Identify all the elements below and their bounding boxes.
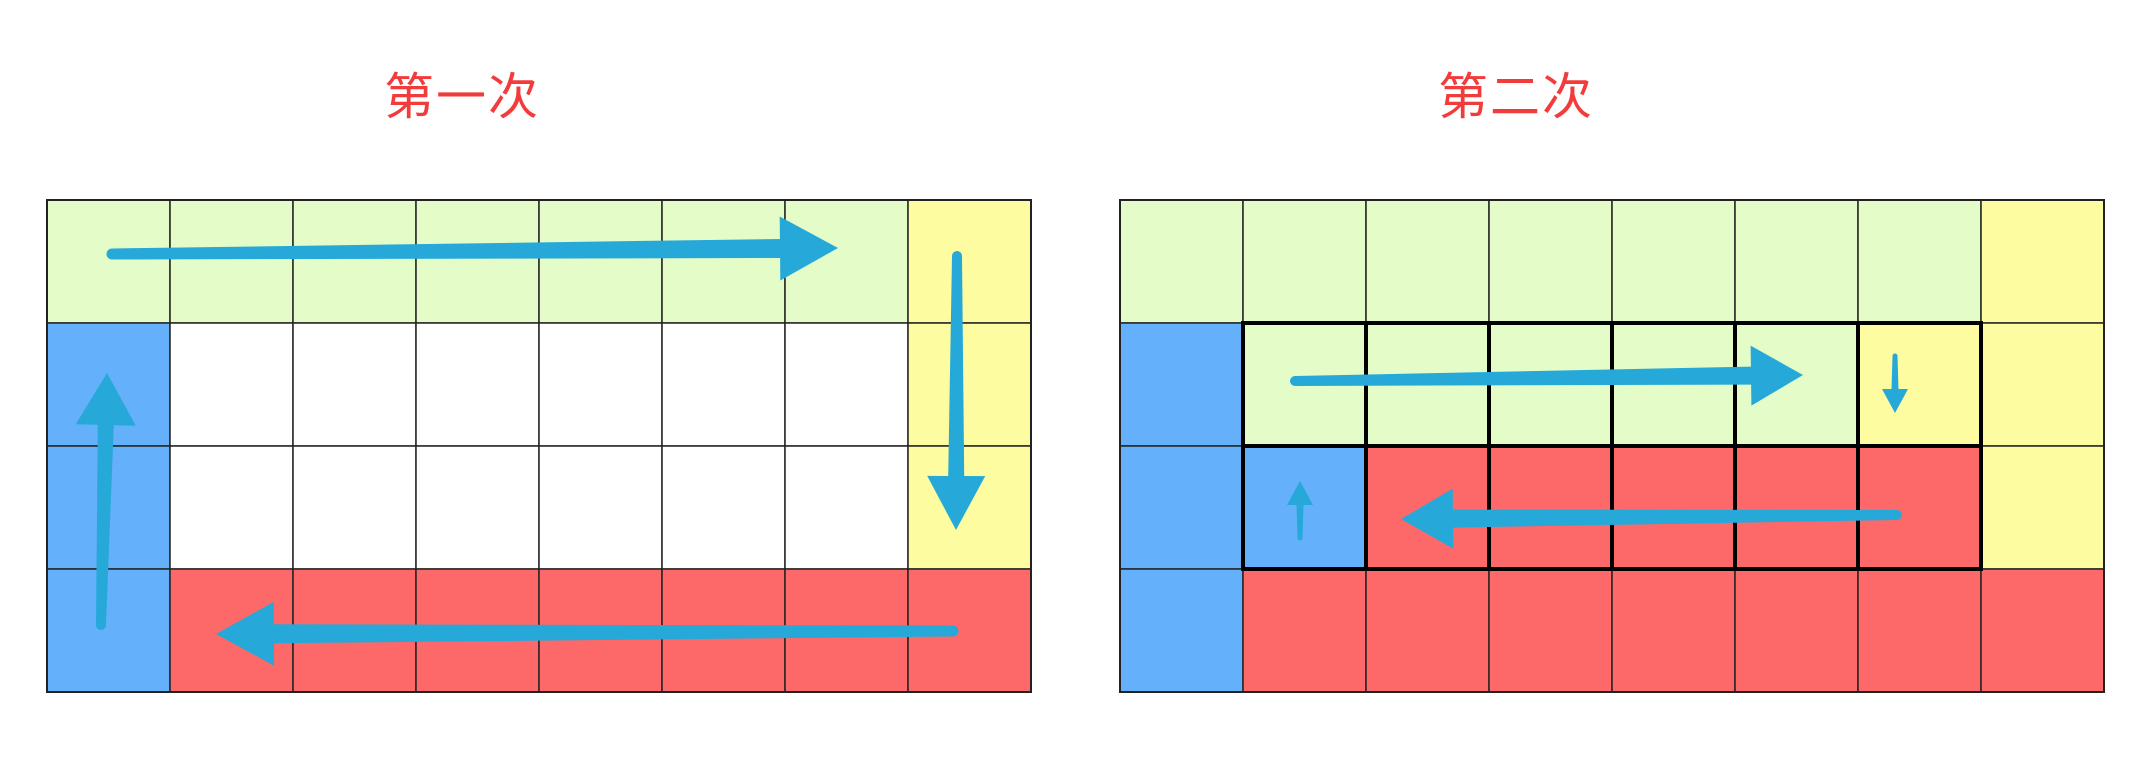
arrow-down-tail xyxy=(1892,353,1898,359)
grid-cell-green xyxy=(169,199,294,324)
grid-cell-green xyxy=(1119,199,1244,324)
arrow-left-tail xyxy=(1892,510,1902,520)
grid-cell-green xyxy=(1734,199,1859,324)
grid-cell-white xyxy=(784,445,909,570)
arrow-up-tail xyxy=(1297,535,1303,541)
grid-cell-white xyxy=(538,322,663,447)
grid-cell-yellow xyxy=(1980,199,2105,324)
grid-cell-white xyxy=(292,445,417,570)
grid-cell-green xyxy=(538,199,663,324)
grid-cell-red xyxy=(1734,568,1859,693)
grid-cell-white xyxy=(415,445,540,570)
grid-cell-green xyxy=(1365,199,1490,324)
grid-cell-yellow xyxy=(1980,322,2105,447)
arrow-down xyxy=(927,256,986,530)
grid-cell-red xyxy=(1734,445,1859,570)
grid-cell-white xyxy=(538,445,663,570)
arrow-right xyxy=(1294,345,1803,406)
grid-cell-white xyxy=(661,322,786,447)
arrow-up-tail xyxy=(96,620,106,630)
grid-outer-border xyxy=(46,199,1032,693)
grid-cell-red xyxy=(1857,445,1982,570)
grid-cell-red xyxy=(1857,568,1982,693)
grid-cell-green xyxy=(1611,199,1736,324)
arrow-left xyxy=(1401,488,1897,549)
grid-panel-second xyxy=(1119,199,2105,693)
arrow-down xyxy=(1882,356,1908,413)
grid-cell-white xyxy=(784,322,909,447)
grid-cell-green xyxy=(415,199,540,324)
panel-title-second: 第二次 xyxy=(1438,68,1594,126)
arrow-up xyxy=(1287,481,1313,538)
grid-cell-yellow xyxy=(907,322,1032,447)
grid-panel-first xyxy=(46,199,1032,693)
grid-cell-yellow xyxy=(907,445,1032,570)
grid-cell-red xyxy=(1488,445,1613,570)
arrow-right-tail xyxy=(1290,376,1300,386)
grid-cell-white xyxy=(292,322,417,447)
grid-cell-green xyxy=(661,199,786,324)
grid-cell-green xyxy=(1242,199,1367,324)
arrow-right-tail xyxy=(106,248,118,260)
arrow-up xyxy=(75,373,136,626)
grid-cell-red xyxy=(1611,445,1736,570)
grid-cell-green xyxy=(46,199,171,324)
arrow-left xyxy=(216,601,953,666)
arrow-down-tail xyxy=(952,251,962,261)
grid-cell-blue xyxy=(1119,322,1244,447)
grid-cell-red xyxy=(1242,568,1367,693)
grid-cell-red xyxy=(1365,568,1490,693)
grid-outer-border xyxy=(1119,199,2105,693)
grid-cell-green xyxy=(1857,199,1982,324)
grid-cell-red xyxy=(1611,568,1736,693)
grid-cell-green xyxy=(292,199,417,324)
grid-cell-white xyxy=(169,445,294,570)
grid-cell-yellow xyxy=(1980,445,2105,570)
grid-cell-green xyxy=(1488,199,1613,324)
highlight-cell xyxy=(1856,444,1983,571)
grid-cell-blue xyxy=(1119,445,1244,570)
arrow-right xyxy=(112,216,838,281)
grid-cell-white xyxy=(661,445,786,570)
grid-cell-white xyxy=(415,322,540,447)
grid-cell-yellow xyxy=(907,199,1032,324)
arrow-left-tail xyxy=(947,625,959,637)
grid-cell-blue xyxy=(1242,445,1367,570)
grid-cell-blue xyxy=(1119,568,1244,693)
grid-cell-red xyxy=(1980,568,2105,693)
grid-cell-blue xyxy=(46,568,171,693)
grid-cell-yellow xyxy=(1857,322,1982,447)
grid-cell-white xyxy=(169,322,294,447)
panel-title-first: 第一次 xyxy=(384,68,540,126)
grid-cell-red xyxy=(1488,568,1613,693)
